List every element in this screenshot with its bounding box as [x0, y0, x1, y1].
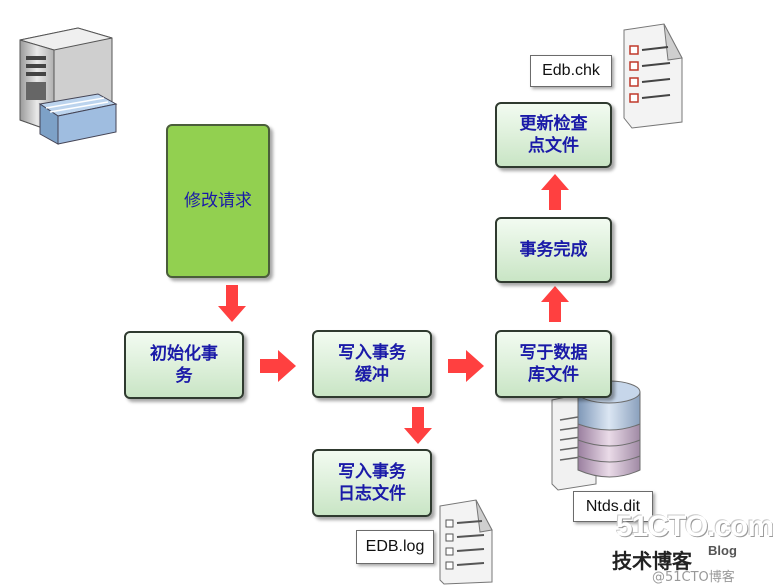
watermark-cn: 技术博客	[612, 549, 692, 573]
arrow-buffer-to-log	[404, 407, 432, 444]
write-database-label-line2: 库文件	[528, 365, 579, 385]
arrow-complete-to-checkpoint	[541, 174, 569, 210]
watermark-blog: Blog	[708, 543, 737, 558]
arrow-init-to-buffer	[260, 350, 296, 382]
transaction-complete-label: 事务完成	[519, 240, 588, 260]
checkpoint-file-label: Edb.chk	[530, 55, 612, 87]
diagram-canvas	[19, 23, 683, 585]
server-icon	[19, 27, 118, 145]
transaction-complete-node: 事务完成	[495, 217, 612, 283]
init-transaction-node: 初始化事 务	[124, 331, 244, 399]
modify-request-node: 修改请求	[166, 124, 270, 278]
update-checkpoint-node: 更新检查 点文件	[495, 102, 612, 168]
write-log-label-line2: 日志文件	[338, 484, 406, 504]
watermark-site: 51CTO.com	[616, 510, 773, 543]
init-transaction-label-line2: 务	[175, 366, 193, 386]
log-document-icon	[439, 499, 493, 585]
modify-request-label: 修改请求	[184, 191, 252, 211]
write-database-node: 写于数据 库文件	[495, 330, 612, 398]
arrow-db-to-complete	[541, 286, 569, 322]
write-buffer-node: 写入事务 缓冲	[312, 330, 432, 398]
update-checkpoint-label-line2: 点文件	[528, 136, 579, 156]
init-transaction-label-line1: 初始化事	[150, 344, 218, 364]
write-log-node: 写入事务 日志文件	[312, 449, 432, 517]
write-buffer-label-line2: 缓冲	[355, 365, 389, 385]
arrow-buffer-to-db	[448, 350, 484, 382]
checkpoint-document-icon	[623, 23, 683, 129]
update-checkpoint-label-line1: 更新检查	[519, 114, 588, 134]
watermark-handle: @51CTO博客	[652, 570, 735, 585]
database-file-label: Ntds.dit	[573, 491, 653, 522]
write-buffer-label-line1: 写入事务	[338, 343, 406, 363]
log-file-label: EDB.log	[356, 530, 434, 564]
write-database-label-line1: 写于数据	[519, 343, 588, 363]
write-log-label-line1: 写入事务	[338, 462, 406, 482]
arrow-request-to-init	[218, 285, 246, 322]
